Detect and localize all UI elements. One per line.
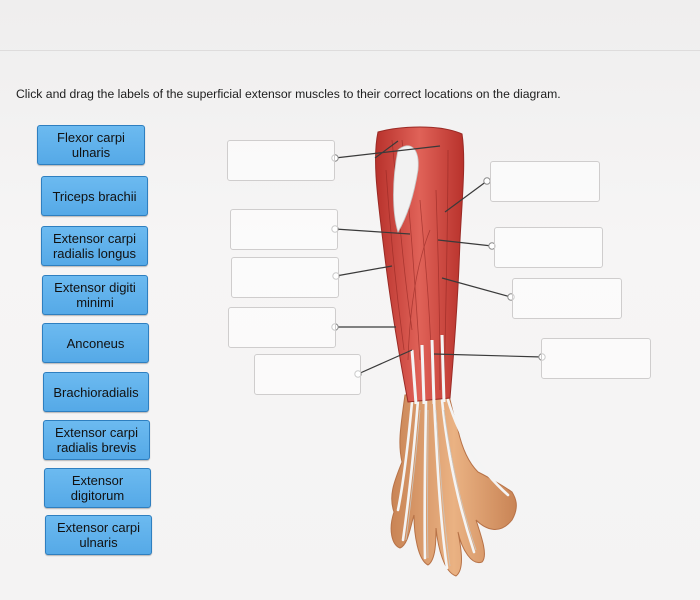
label-text-line2: ulnaris [79,535,118,550]
label-extensor-carpi-ulnaris[interactable]: Extensor carpi ulnaris [45,515,152,555]
label-text-line2: radialis brevis [56,440,137,455]
drop-target-9[interactable] [254,354,361,395]
hand-tendon-shading [405,409,477,567]
label-text-line2: radialis longus [52,246,137,261]
label-text-line1: Extensor carpi [52,231,137,246]
hand-tendons [396,398,510,570]
label-text-line1: Extensor carpi [56,520,141,535]
instructions-text: Click and drag the labels of the superfi… [16,87,561,101]
label-brachioradialis[interactable]: Brachioradialis [43,372,149,412]
label-text-line1: Extensor digiti [54,280,136,295]
label-anconeus[interactable]: Anconeus [42,323,149,363]
divider [0,50,700,51]
drop-target-8[interactable] [541,338,651,379]
label-extensor-carpi-radialis-longus[interactable]: Extensor carpi radialis longus [41,226,148,266]
label-flexor-carpi-ulnaris[interactable]: Flexor carpi ulnaris [37,125,145,165]
label-text-line1: Brachioradialis [53,384,139,400]
label-extensor-carpi-radialis-brevis[interactable]: Extensor carpi radialis brevis [43,420,150,460]
label-text-line1: Flexor carpi [57,130,125,145]
label-text-line1: Extensor carpi [54,425,139,440]
drop-target-3[interactable] [230,209,338,250]
wrist-tendons [410,334,446,405]
aponeurosis [393,145,419,233]
drop-target-2[interactable] [490,161,600,202]
label-text-line2: minimi [76,295,114,310]
label-extensor-digitorum[interactable]: Extensor digitorum [44,468,151,508]
label-text-line1: Extensor [71,473,124,488]
muscle-fibers [385,139,449,393]
label-text-line1: Triceps brachii [52,188,137,204]
drop-target-4[interactable] [494,227,603,268]
drop-target-5[interactable] [231,257,339,298]
drop-target-6[interactable] [512,278,622,319]
label-text-line2: ulnaris [71,145,111,160]
label-triceps-brachii[interactable]: Triceps brachii [41,176,148,216]
drop-target-1[interactable] [227,140,335,181]
label-text-line2: digitorum [70,488,125,503]
hand-illustration [390,391,517,577]
label-extensor-digiti-minimi[interactable]: Extensor digiti minimi [42,275,148,315]
label-text-line1: Anconeus [66,335,125,351]
forearm-muscles [375,126,465,405]
drop-target-7[interactable] [228,307,336,348]
